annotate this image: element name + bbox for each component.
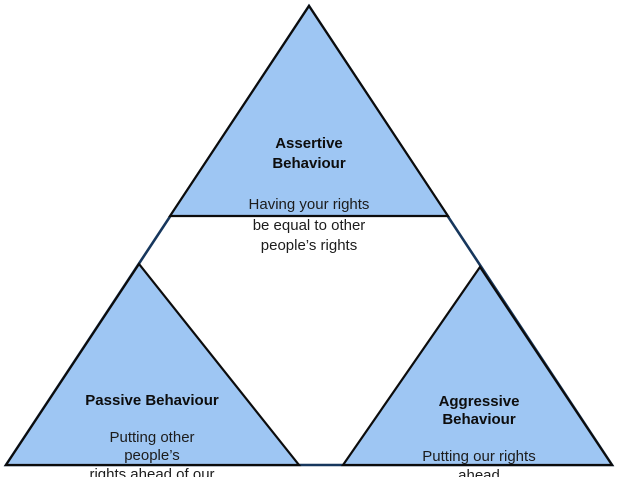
assertive-heading: Assertive Behaviour (272, 134, 346, 173)
aggressive-triangle (340, 265, 615, 467)
aggressive-heading: Aggressive Behaviour (438, 392, 520, 429)
passive-heading: Passive Behaviour (85, 391, 219, 409)
assertive-body: Having your rights be equal to other peo… (248, 196, 370, 254)
passive-triangle (3, 262, 302, 467)
assertive-label: Assertive Behaviour Having your rights b… (209, 113, 409, 277)
aggressive-label: Aggressive Behaviour Putting our rights … (384, 374, 574, 477)
passive-label: Passive Behaviour Putting other people’s… (57, 373, 247, 477)
aggressive-body: Putting our rights ahead of other people… (422, 448, 536, 477)
passive-body: Putting other people’s rights ahead of o… (89, 428, 215, 477)
assertive-triangle (167, 4, 451, 218)
